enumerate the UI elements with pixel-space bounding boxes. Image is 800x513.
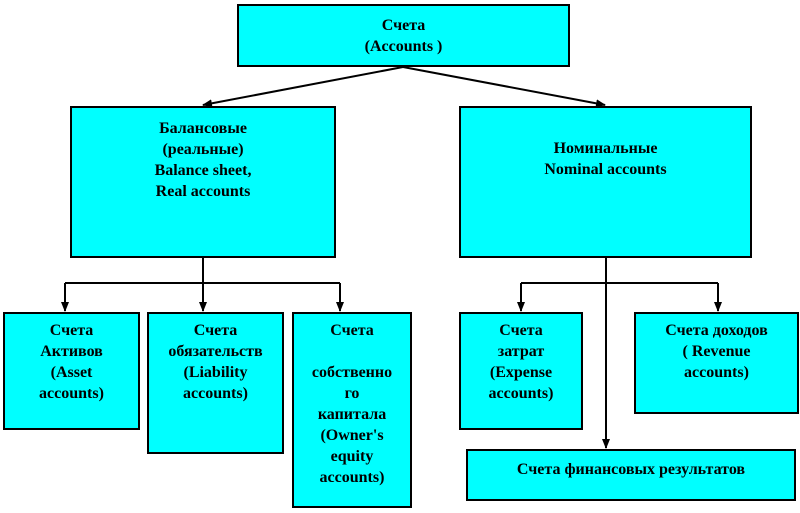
node-balance-sheet-accounts: Балансовые (реальные) Balance sheet, Real a… (70, 106, 336, 258)
node-label-line: Real accounts (155, 183, 251, 200)
node-label-line: капитала (317, 406, 387, 423)
node-label-line: Счета (381, 16, 426, 34)
arrow-root-to-nominal (402, 66, 606, 108)
node-label-line: accounts) (684, 364, 749, 381)
node-label-line: (Owner's (320, 427, 384, 444)
node-label-line: Счета доходов (665, 322, 768, 339)
node-label-line: (Liability (183, 364, 248, 381)
node-label-line: Активов (40, 343, 103, 360)
node-label-line: Номинальные (553, 140, 658, 157)
node-label-line: (реальные) (162, 141, 244, 158)
node-label-line: accounts) (488, 385, 554, 402)
node-owners-equity-accounts: Счета собственно го капитала (Owner's equity… (292, 312, 412, 508)
node-label-line: accounts) (39, 385, 104, 402)
node-label-line: Балансовые (159, 120, 247, 137)
node-financial-results-accounts: Счета финансовых результатов (466, 449, 796, 501)
node-label-line: (Expense (489, 364, 553, 381)
node-label-line: ( Revenue (682, 343, 751, 360)
node-label-line: собственно (311, 364, 393, 381)
node-label-line: Счета (193, 322, 238, 339)
node-expense-accounts: Счета затрат (Expense accounts) (459, 312, 583, 430)
node-liability-accounts: Счета обязательств (Liability accounts) (147, 312, 284, 454)
node-label-line: Счета финансовых результатов (516, 461, 746, 478)
node-revenue-accounts: Счета доходов ( Revenue accounts) (634, 312, 799, 414)
arrow-root-to-balance (202, 66, 404, 108)
node-label-line: Счета (499, 322, 543, 339)
node-label-line: (Accounts ) (364, 37, 443, 55)
node-label-line: accounts) (183, 385, 248, 402)
node-label-line: обязательств (168, 343, 263, 360)
node-label-line: затрат (497, 343, 545, 360)
node-label-line: (Asset (50, 364, 93, 381)
node-label-line: Счета (49, 322, 94, 339)
node-label-line: Счета (330, 322, 374, 339)
node-label-line: accounts) (319, 469, 385, 486)
node-accounts: Счета (Accounts ) (237, 4, 570, 67)
node-label-line: equity (330, 448, 374, 465)
node-label-line (350, 341, 354, 362)
node-label-line: го (344, 385, 360, 402)
node-label-line: Nominal accounts (544, 161, 667, 178)
node-label-line: Balance sheet, (154, 162, 252, 179)
